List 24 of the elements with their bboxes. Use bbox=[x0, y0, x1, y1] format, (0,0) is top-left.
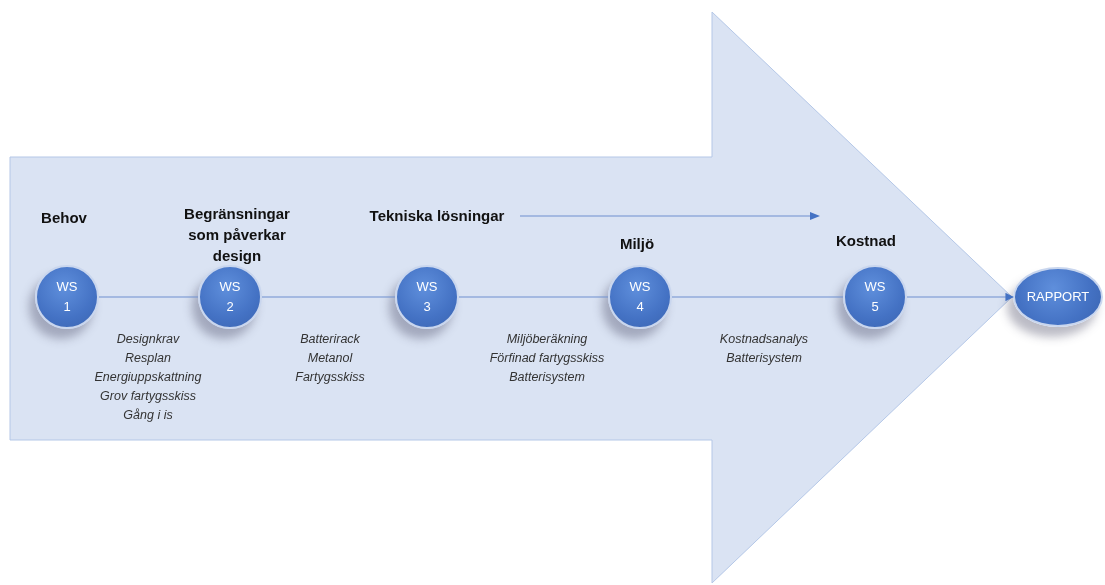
deliverable-item: Batterirack bbox=[300, 331, 360, 348]
deliverable-item: Förfinad fartygsskiss bbox=[489, 350, 605, 367]
deliverable-item: Miljöberäkning bbox=[506, 331, 588, 348]
stage-heading: Tekniska lösningar bbox=[369, 206, 505, 226]
connector-line bbox=[261, 296, 396, 298]
stage-heading: Begränsningar som påverkar design bbox=[183, 204, 291, 266]
stage-heading: Miljö bbox=[619, 234, 655, 254]
deliverable-item: Batterisystem bbox=[726, 350, 802, 367]
stage-heading: Kostnad bbox=[836, 231, 896, 251]
deliverable-item: Designkrav bbox=[116, 331, 180, 348]
deliverable-item: Energiuppskattning bbox=[94, 369, 202, 386]
deliverable-item: Grov fartygsskiss bbox=[100, 388, 196, 405]
arrow bbox=[906, 292, 1014, 302]
connector-line bbox=[458, 296, 609, 298]
report-ellipse: RAPPORT bbox=[1013, 267, 1103, 327]
connector-line bbox=[671, 296, 844, 298]
deliverable-item: Gång i is bbox=[123, 407, 173, 424]
deliverable-item: Batterisystem bbox=[509, 369, 585, 386]
connector-line bbox=[98, 296, 199, 298]
deliverable-item: Fartygsskiss bbox=[295, 369, 365, 386]
deliverable-item: Resplan bbox=[125, 350, 171, 367]
deliverable-item: Kostnadsanalys bbox=[719, 331, 809, 348]
stage-heading: Behov bbox=[41, 208, 87, 228]
deliverable-item: Metanol bbox=[307, 350, 353, 367]
